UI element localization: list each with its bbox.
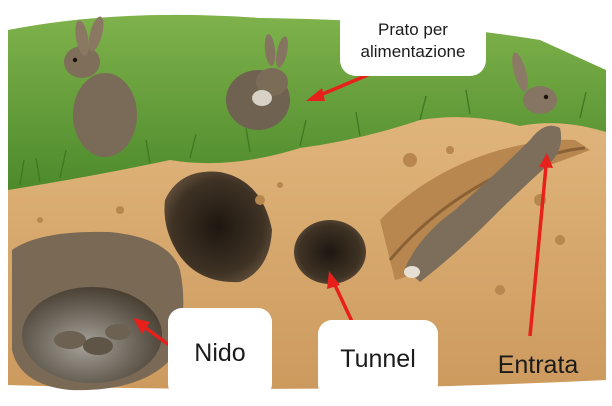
label-nest: Nido [168,308,272,398]
label-entrance-text: Entrata [498,351,579,380]
nest-bedding [22,287,162,383]
label-feeding-meadow-text: Prato per alimentazione [361,19,466,63]
label-nest-text: Nido [194,339,245,368]
label-entrance: Entrata [476,336,600,394]
label-tunnel-text: Tunnel [340,345,416,374]
label-feeding-meadow: Prato per alimentazione [340,6,486,76]
label-tunnel: Tunnel [318,320,438,398]
